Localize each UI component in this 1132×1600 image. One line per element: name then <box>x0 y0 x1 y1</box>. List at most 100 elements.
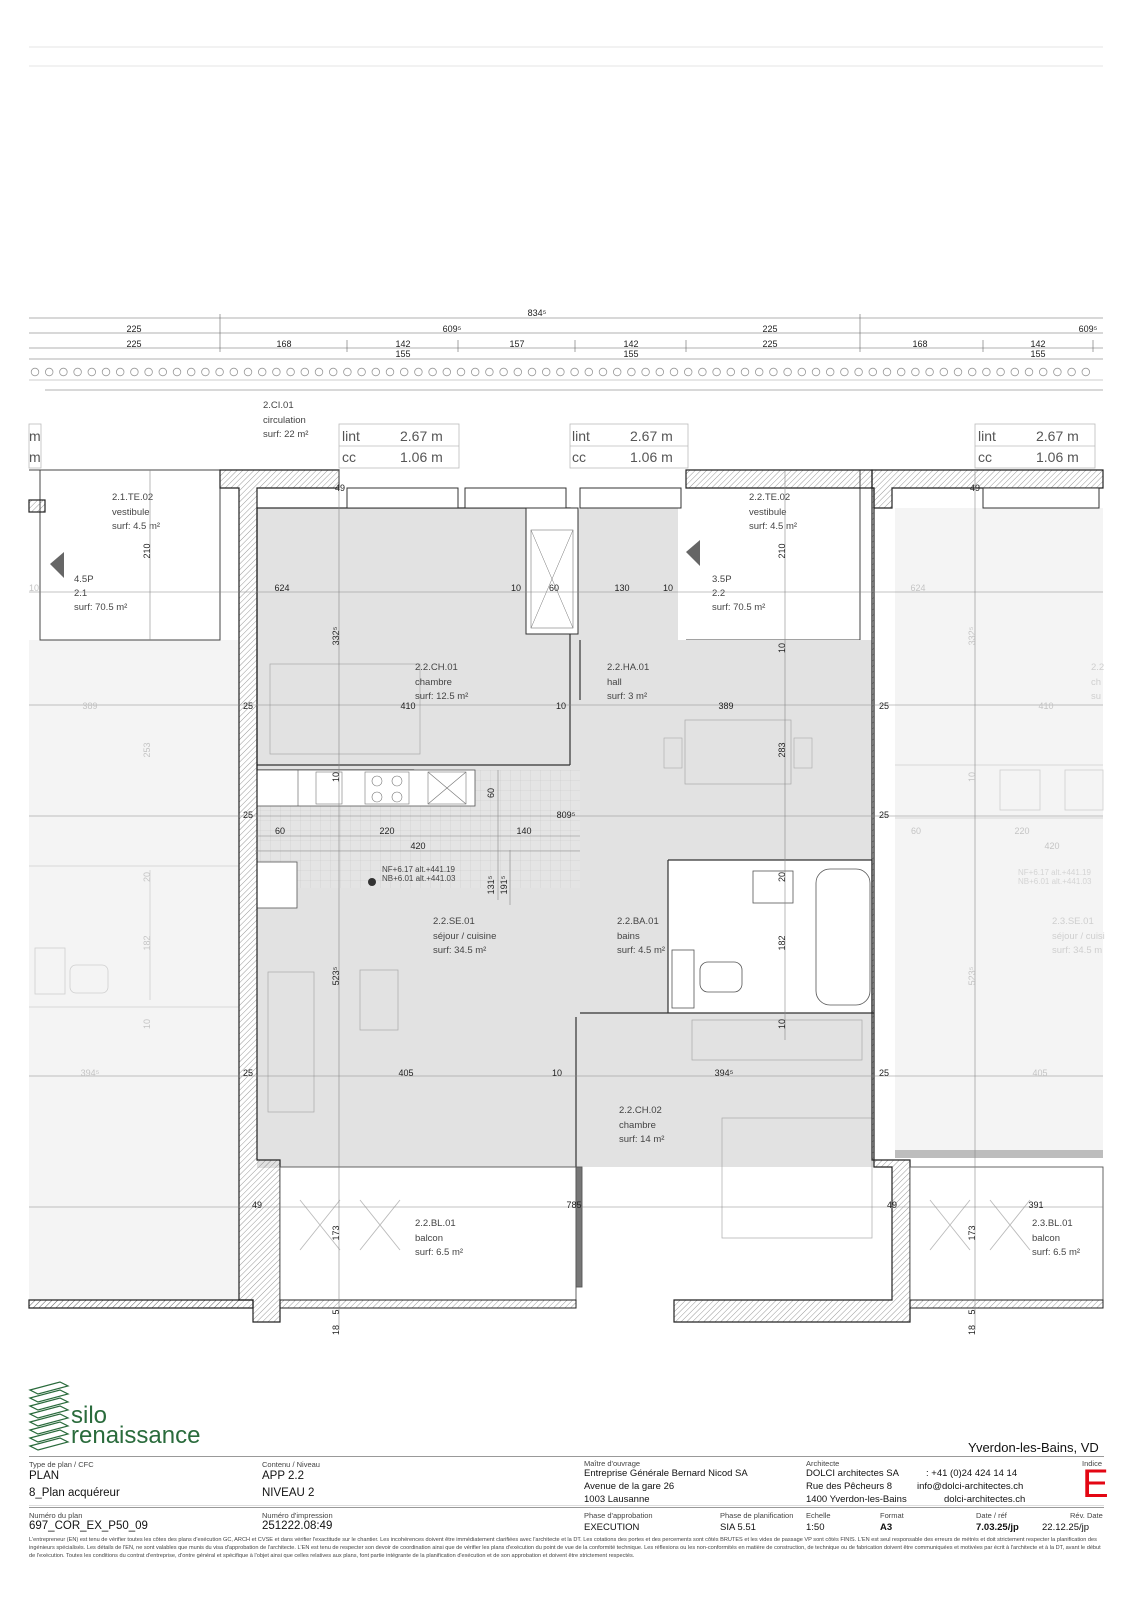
height-cc-value: 1.06 m <box>630 449 673 465</box>
content-value: APP 2.2 <box>262 1470 304 1482</box>
svg-text:surf: 4.5 m²: surf: 4.5 m² <box>749 521 797 532</box>
parapet-circle <box>87 367 96 377</box>
parapet-circle <box>982 367 991 377</box>
dim-ghost: 332⁵ <box>967 626 977 645</box>
dim-ghost: 10 <box>967 772 977 782</box>
svg-text:séjour / cuisi: séjour / cuisi <box>1052 931 1105 942</box>
parapet-circle <box>1024 367 1034 377</box>
rev-label: Rév. Date <box>1070 1511 1103 1520</box>
parapet-circle <box>258 367 267 377</box>
parapet-circle <box>840 367 849 377</box>
indice-label: Indice <box>1082 1459 1103 1468</box>
owner-line: 1003 Lausanne <box>584 1494 650 1505</box>
svg-text:surf: 6.5 m²: surf: 6.5 m² <box>415 1247 463 1258</box>
balcony-22 <box>279 1166 1104 1301</box>
dim-sub: 168 <box>912 339 927 349</box>
parapet-circle <box>655 367 664 377</box>
parapet-circle <box>329 367 338 377</box>
parapet-circle <box>499 367 508 377</box>
parapet-circle <box>513 367 522 377</box>
dim: 391 <box>1028 1200 1043 1210</box>
svg-text:chambre: chambre <box>415 677 452 688</box>
parapet-circle <box>471 367 480 377</box>
svg-text:2.CI.01: 2.CI.01 <box>263 400 294 411</box>
type-value: 8_Plan acquéreur <box>29 1487 120 1499</box>
dim: 49 <box>970 483 980 493</box>
parapet-circle <box>797 367 806 377</box>
dim: 785 <box>566 1200 581 1210</box>
room-vestibule-22: 2.2.TE.02 vestibule surf: 4.5 m² <box>749 492 797 532</box>
dim: 410 <box>400 701 415 711</box>
dim-sub: 142 <box>395 339 410 349</box>
parapet-circle <box>442 367 451 377</box>
dim: 131⁵ <box>486 875 496 894</box>
svg-text:su: su <box>1091 691 1101 702</box>
contact-website[interactable]: dolci-architectes.ch <box>944 1494 1026 1505</box>
room-vestibule-21: 2.1.TE.02 vestibule surf: 4.5 m² <box>112 492 160 532</box>
parapet-circle <box>385 367 395 377</box>
parapet-circle <box>371 367 380 377</box>
dim: 10 <box>663 583 673 593</box>
svg-text:surf: 3 m²: surf: 3 m² <box>607 691 647 702</box>
parapet-circle <box>556 367 565 377</box>
dim: 523⁵ <box>331 966 341 985</box>
svg-text:2.2: 2.2 <box>712 588 725 599</box>
svg-text:ch: ch <box>1091 677 1101 688</box>
plan-number: 697_COR_EX_P50_09 <box>29 1520 148 1532</box>
owner-label: Maître d'ouvrage <box>584 1459 641 1468</box>
dim: 173 <box>967 1225 977 1240</box>
planning-label: Phase de planification <box>720 1511 794 1520</box>
dim-sub: 168 <box>276 339 291 349</box>
floor-plan: 834⁵ 225 609⁵ 225 609⁵ 225 168 142 157 1… <box>28 46 1105 1335</box>
dim: 25 <box>243 701 253 711</box>
parapet-circle <box>130 367 139 377</box>
scale-label: Echelle <box>806 1511 831 1520</box>
dim: 10 <box>511 583 521 593</box>
svg-text:vestibule: vestibule <box>749 507 787 518</box>
dim: 809⁵ <box>557 810 576 820</box>
parapet-circle <box>811 367 821 377</box>
dim: 191⁵ <box>499 875 509 894</box>
svg-text:surf: 70.5 m²: surf: 70.5 m² <box>74 602 127 613</box>
parapet-circle <box>286 367 295 377</box>
parapet-circle <box>641 367 650 377</box>
dim: 25 <box>879 1068 889 1078</box>
dim: 210 <box>142 543 152 558</box>
dim-ghost: 10 <box>29 583 39 593</box>
parapet-circle <box>1053 367 1062 377</box>
location: Yverdon-les-Bains, VD <box>968 1440 1099 1455</box>
contact-phone: : +41 (0)24 424 14 14 <box>926 1468 1018 1479</box>
owner-line: Entreprise Générale Bernard Nicod SA <box>584 1468 748 1479</box>
parapet-circle <box>59 367 68 377</box>
logo-line-2: renaissance <box>71 1422 201 1449</box>
parapet-circle <box>598 367 608 377</box>
dim: 130 <box>614 583 629 593</box>
svg-text:surf: 34.5 m²: surf: 34.5 m² <box>433 945 486 956</box>
dim: 20 <box>777 872 787 882</box>
parapet-circle <box>684 367 693 377</box>
height-lint-value: 2.67 m <box>400 428 443 444</box>
dim: 10 <box>777 643 787 653</box>
dim-sub: 155 <box>1030 349 1045 359</box>
parapet-circle <box>527 367 537 377</box>
dim-ghost: 60 <box>911 826 921 836</box>
svg-text:surf: 12.5 m²: surf: 12.5 m² <box>415 691 468 702</box>
dim-sub: 142 <box>623 339 638 349</box>
parapet-circle <box>158 367 167 377</box>
dim: 420 <box>410 841 425 851</box>
room-ghost-right: 2.2 ch su <box>1091 662 1104 702</box>
dim: 332⁵ <box>331 626 341 645</box>
dim-sub: 142 <box>1030 339 1045 349</box>
dim: 60 <box>275 826 285 836</box>
rev-value: 22.12.25/jp <box>1042 1522 1090 1533</box>
parapet-circle <box>1067 367 1076 377</box>
contact-email[interactable]: info@dolci-architectes.ch <box>917 1481 1024 1492</box>
dim-ghost: 220 <box>1014 826 1029 836</box>
ghost-right-apartment <box>895 508 1104 1158</box>
plan-number-label: Numéro du plan <box>29 1511 83 1520</box>
parapet-circle <box>172 367 182 377</box>
apartment-22 <box>256 507 874 1239</box>
room-chambre-02: 2.2.CH.02 chambre surf: 14 m² <box>619 1105 664 1145</box>
parapet-circle <box>868 367 877 377</box>
dim-ghost: 10 <box>142 1019 152 1029</box>
